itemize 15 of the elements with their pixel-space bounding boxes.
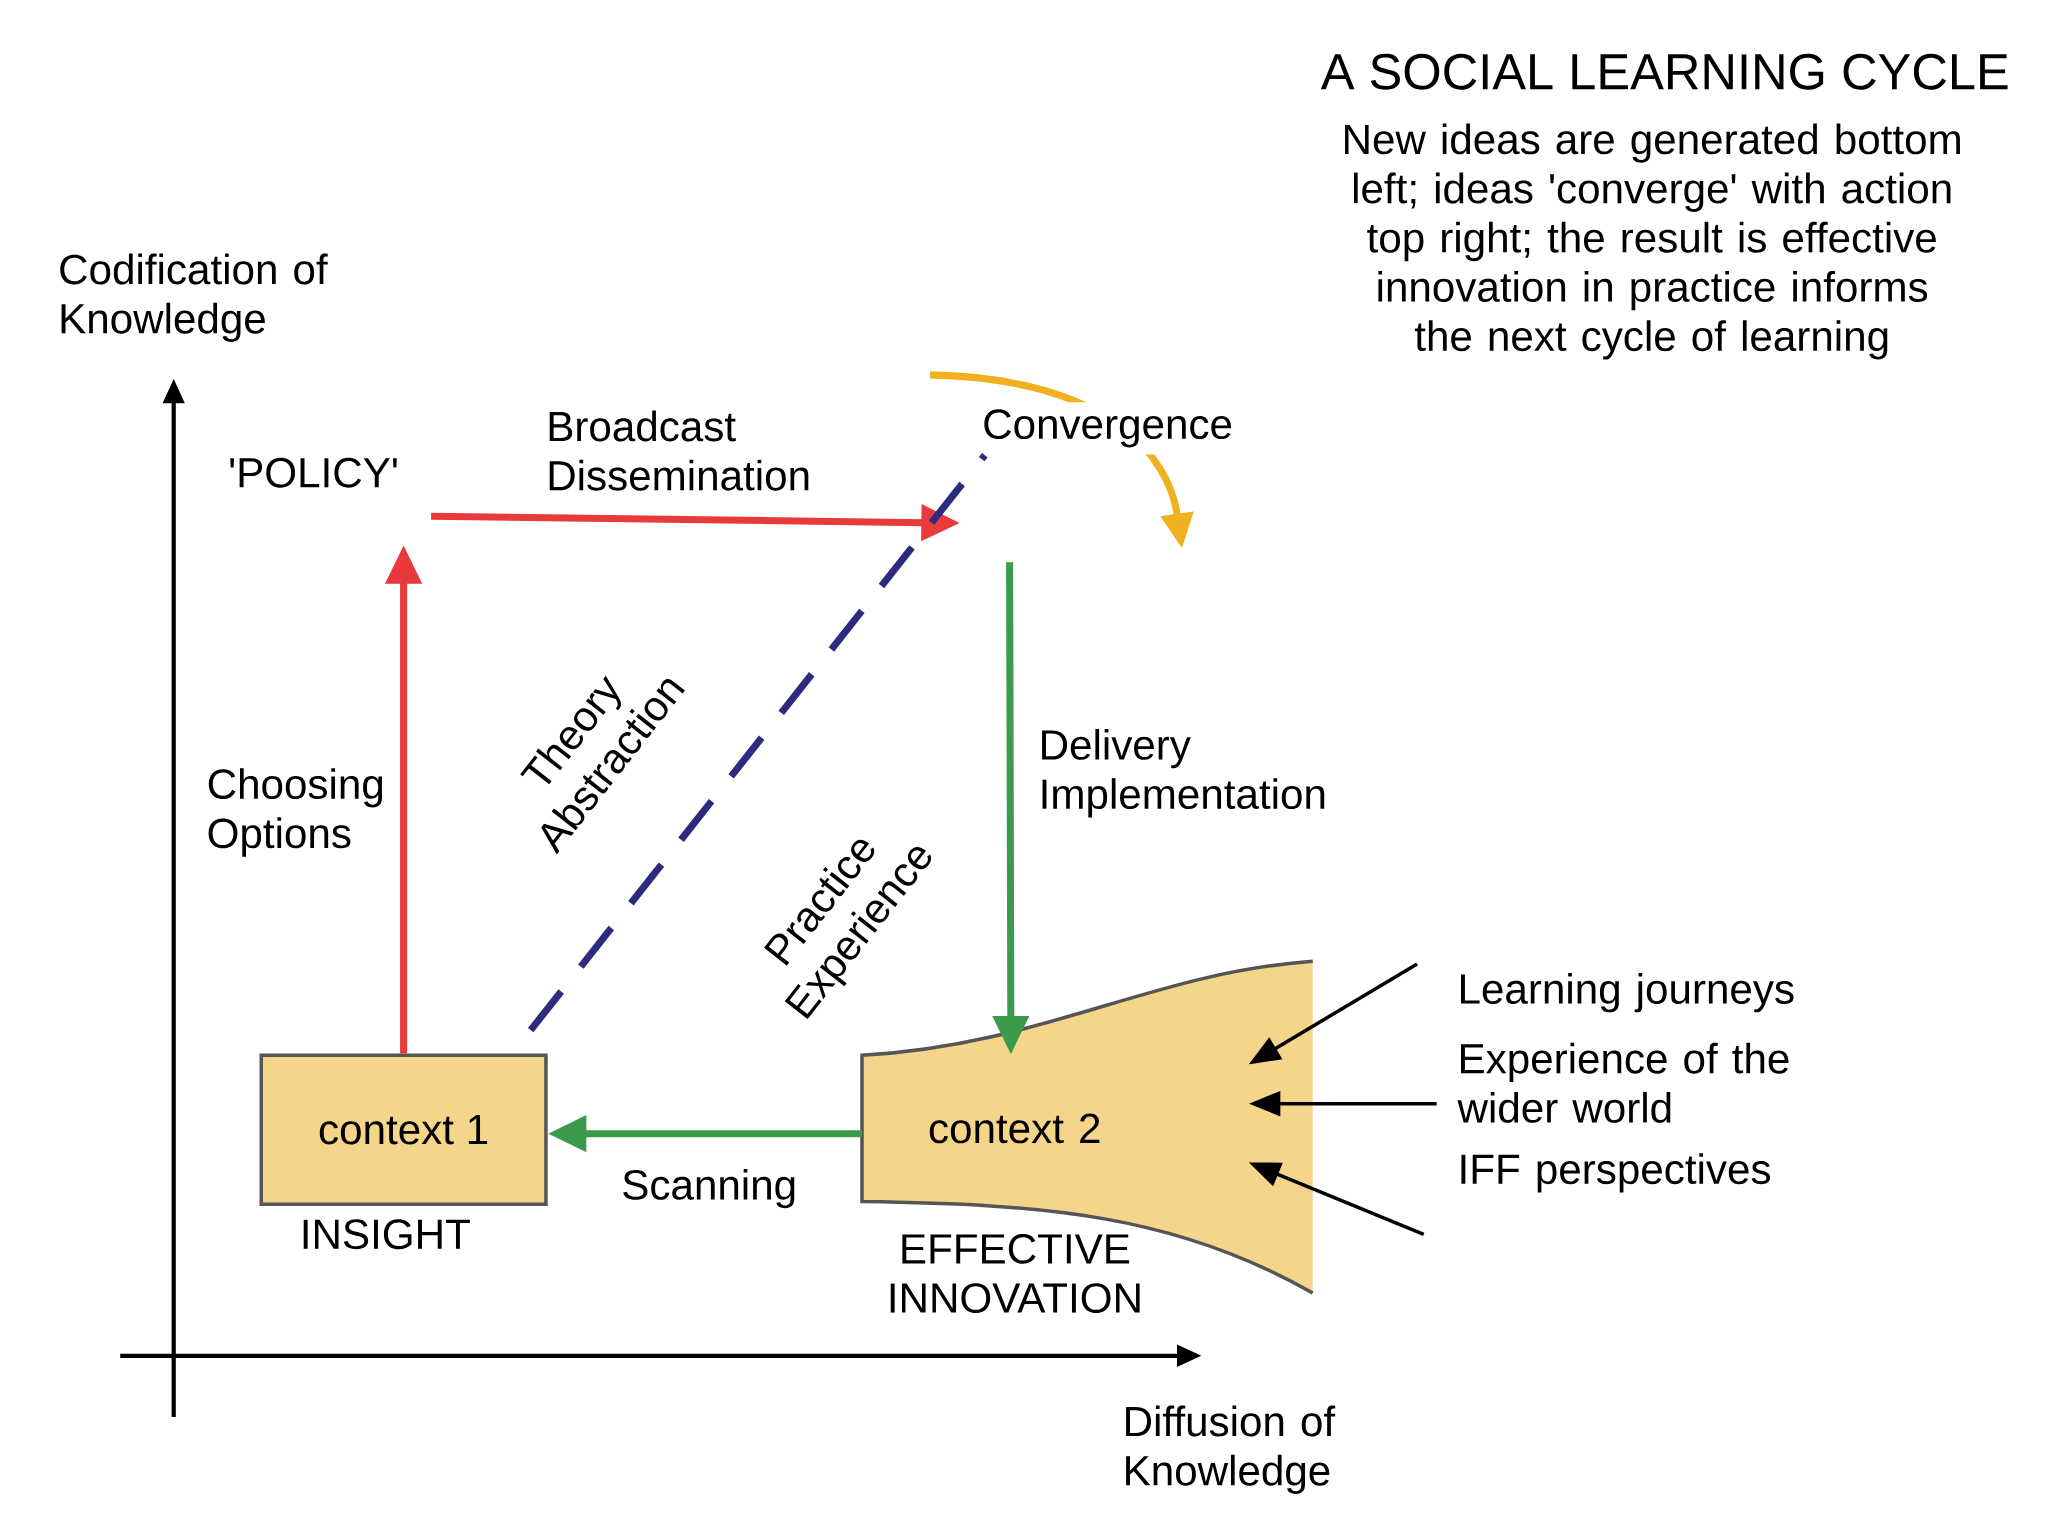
edge-label: Delivery Implementation: [1042, 728, 1325, 818]
edge-label: Scanning: [623, 1168, 795, 1209]
title: A SOCIAL LEARNING CYCLE: [1320, 53, 2008, 90]
node-label: Convergence: [975, 402, 1241, 455]
caption-text: New ideas are generated bottom left; ideas 'converge' with action top right; the result is effective innovation in practice informs the next cycle of learning: [1345, 123, 1960, 360]
axis-label: Codification of Knowledge: [60, 253, 328, 343]
side-note: Learning journeys: [1461, 973, 1794, 1013]
edge-label: Broadcast Dissemination: [549, 410, 809, 491]
edge-label: Choosing Options: [208, 768, 383, 857]
side-note: Experience of the wider world: [1457, 1042, 1789, 1123]
context-box: context 1: [259, 1053, 548, 1206]
axis-label: Diffusion of Knowledge: [1126, 1405, 1336, 1495]
node-caption: INSIGHT: [303, 1219, 470, 1250]
node-label: 'POLICY': [230, 457, 397, 488]
side-note: IFF perspectives: [1461, 1153, 1771, 1193]
